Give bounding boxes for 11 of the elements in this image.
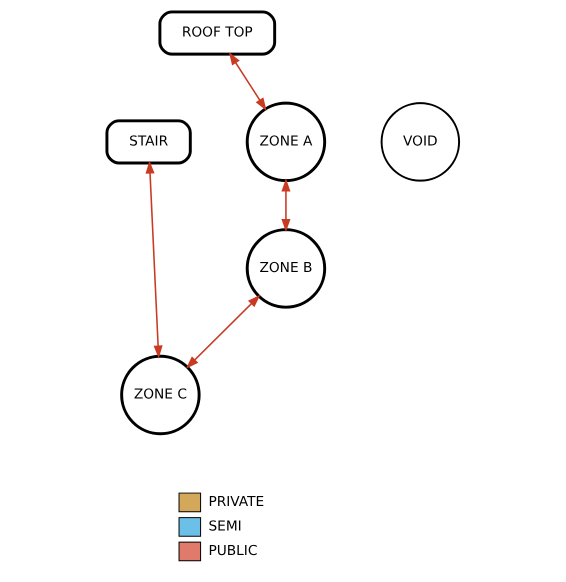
arrow (281, 178, 290, 232)
legend-label: PRIVATE (208, 494, 264, 510)
arrow (228, 52, 267, 111)
node-box: ROOF TOP (158, 10, 276, 56)
arrow (146, 160, 163, 358)
node-circle: VOID (380, 102, 460, 182)
legend-label: SEMI (208, 518, 242, 535)
arrow (186, 294, 260, 369)
node-circle: ZONE A (246, 102, 326, 182)
node-box: STAIR (105, 119, 192, 164)
legend-label: PUBLIC (208, 543, 258, 560)
